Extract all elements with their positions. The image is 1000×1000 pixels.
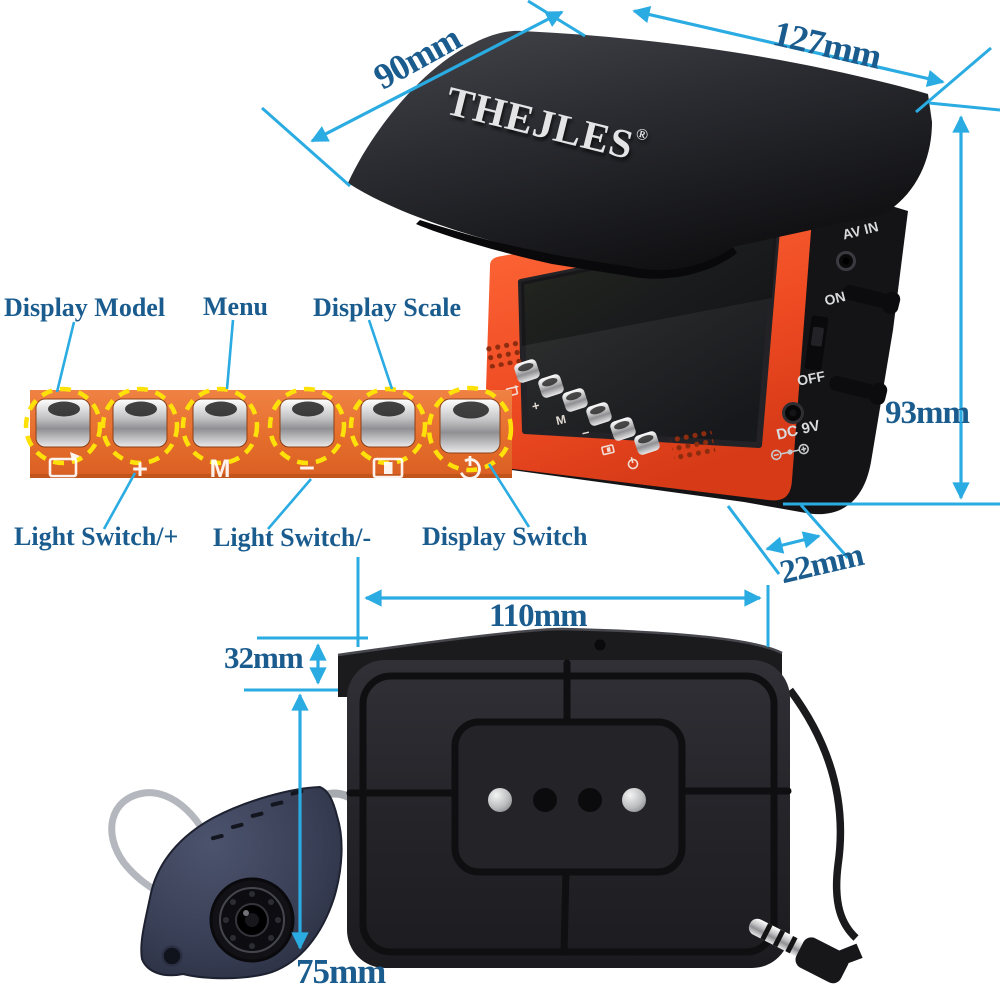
split-screen-icon <box>372 457 404 479</box>
dimension-label-75mm: 75mm <box>296 952 386 991</box>
light-minus-button <box>279 398 335 448</box>
off-plug <box>829 375 888 405</box>
ir-led-ring <box>223 891 281 949</box>
power-icon <box>627 456 639 470</box>
mount-hole-right <box>578 788 602 812</box>
control-strip: + M − <box>23 385 514 484</box>
display-mode-button <box>35 398 91 448</box>
minus-icon: − <box>299 453 315 483</box>
dimension-label-32mm: 32mm <box>224 640 304 675</box>
front-buttons <box>514 359 660 455</box>
light-plus-button <box>112 398 168 448</box>
jack-plug <box>748 918 863 984</box>
dimension-annotations <box>55 0 1000 950</box>
speaker-grille-left <box>484 337 524 369</box>
power-slider <box>804 315 829 371</box>
visor-front-edge <box>416 220 737 279</box>
back-panel-seams <box>346 659 792 956</box>
strip-glyphs: + M − <box>48 452 481 484</box>
display-mode-icon <box>48 452 80 478</box>
lip-hole <box>594 639 606 651</box>
split-screen-icon <box>601 444 615 456</box>
jack-body <box>795 937 849 984</box>
dimension-label-110mm: 110mm <box>489 598 588 634</box>
dimension-arrow-127mm <box>632 6 945 87</box>
mount-screw-left <box>488 788 512 812</box>
callout-light-switch-plus: Light Switch/+ <box>14 522 179 551</box>
strip-buttons <box>35 398 501 454</box>
video-cable <box>786 687 859 941</box>
menu-glyph: M <box>555 412 568 428</box>
display-scale-button <box>360 398 416 448</box>
mount-screw-right <box>622 788 646 812</box>
power-button <box>439 398 501 454</box>
dimension-arrow-90mm <box>310 10 564 143</box>
jack-strain-relief <box>836 943 863 965</box>
plus-icon: + <box>132 454 148 484</box>
minus-glyph: − <box>580 425 591 441</box>
camera-mount-hole <box>161 945 183 967</box>
underwater-camera <box>108 785 343 980</box>
camera-lens <box>209 877 295 963</box>
callout-display-model: Display Model <box>4 293 166 322</box>
callout-menu: Menu <box>203 292 268 321</box>
menu-letter-icon: M <box>210 455 231 483</box>
dimension-arrow-22mm <box>765 531 821 554</box>
on-plug <box>842 284 901 314</box>
side-panel-controls <box>771 251 901 461</box>
dc-polarity-icon <box>771 443 809 461</box>
mounting-plate <box>451 718 686 876</box>
callout-leader-lines <box>55 319 531 530</box>
monitor-back-view <box>318 627 863 984</box>
callout-display-scale: Display Scale <box>313 293 462 322</box>
dimension-label-93mm: 93mm <box>885 395 970 431</box>
front-button-glyphs: + M − <box>505 385 639 470</box>
highlight-circles <box>23 385 514 473</box>
callout-light-switch-minus: Light Switch/- <box>213 523 372 552</box>
camera-wire-bail <box>108 789 220 900</box>
speaker-grille-right <box>670 428 716 464</box>
power-icon <box>459 456 481 480</box>
plus-glyph: + <box>530 398 541 414</box>
menu-button <box>192 398 248 448</box>
mount-hole-left <box>533 788 557 812</box>
callout-display-switch: Display Switch <box>422 522 588 551</box>
